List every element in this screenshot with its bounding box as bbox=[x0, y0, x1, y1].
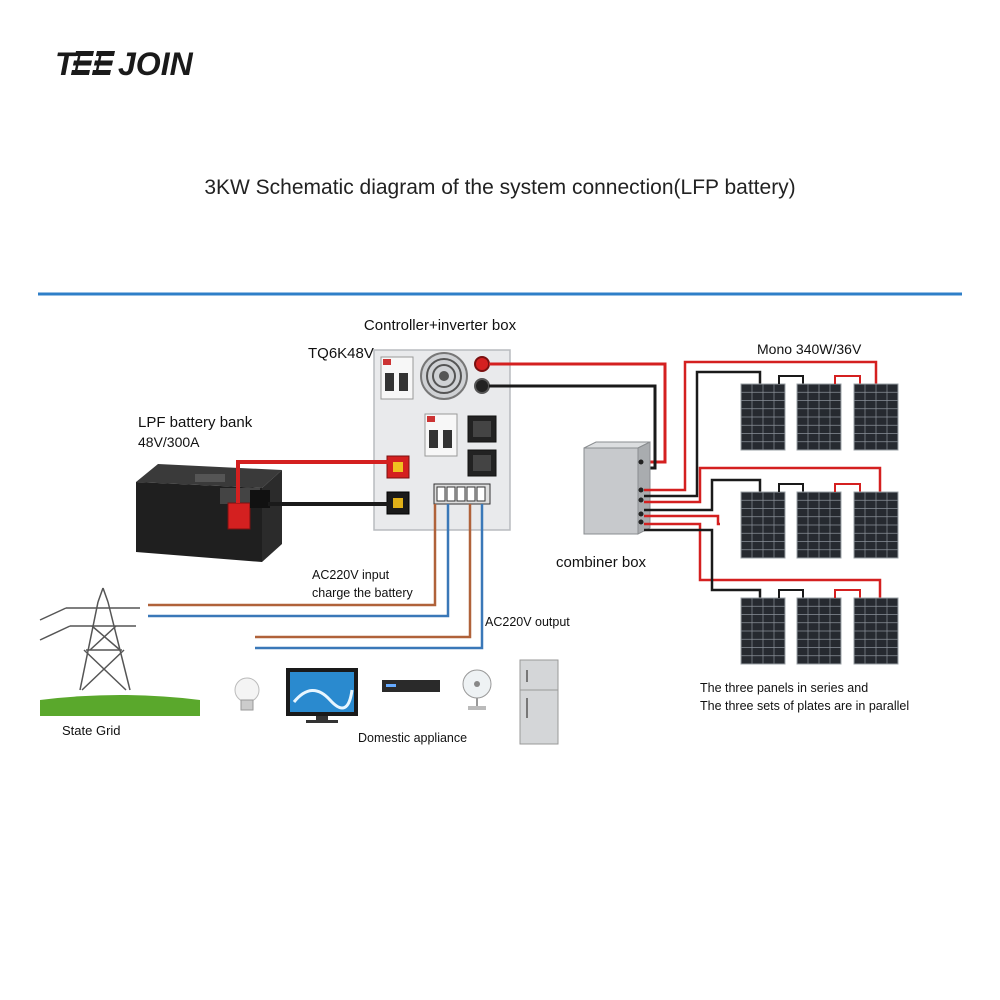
inverter-title: Controller+inverter box bbox=[364, 317, 517, 334]
solar-panel-icon bbox=[796, 491, 842, 559]
series-link-wire bbox=[834, 589, 861, 598]
ac-wires bbox=[148, 504, 484, 650]
series-link-wire bbox=[834, 375, 861, 384]
panel-spec: Mono 340W/36V bbox=[757, 341, 862, 357]
light-bulb-icon bbox=[234, 677, 260, 711]
svg-text:JOIN: JOIN bbox=[118, 46, 194, 82]
panel-note-line1: The three panels in series and bbox=[700, 681, 868, 695]
battery-spec: 48V/300A bbox=[138, 434, 200, 450]
diagram-title: 3KW Schematic diagram of the system conn… bbox=[204, 176, 796, 199]
breaker-icon bbox=[424, 413, 458, 457]
inverter-box bbox=[373, 349, 511, 531]
electric-fan-icon bbox=[462, 669, 492, 710]
grid-title: State Grid bbox=[62, 723, 121, 738]
television-icon bbox=[286, 668, 358, 723]
solar-panel-icon bbox=[740, 597, 786, 665]
series-link-wire bbox=[778, 589, 804, 598]
ac-terminal-block-icon bbox=[433, 483, 491, 505]
cooling-fan-icon bbox=[420, 352, 468, 400]
power-tower-icon bbox=[39, 587, 200, 716]
ac-input-line1: AC220V input bbox=[312, 568, 390, 582]
brand-logo: T JOIN bbox=[55, 44, 215, 89]
refrigerator-icon bbox=[519, 659, 559, 745]
solar-panel-icon bbox=[740, 383, 786, 451]
pv-positive-wire bbox=[489, 362, 667, 464]
solar-panel-icon bbox=[853, 491, 899, 559]
solar-panel-icon bbox=[853, 383, 899, 451]
series-link-wire bbox=[778, 483, 804, 492]
solar-panel-array bbox=[740, 375, 899, 665]
solar-panel-icon bbox=[796, 383, 842, 451]
appliances-title: Domestic appliance bbox=[358, 731, 467, 745]
ac-output-label: AC220V output bbox=[485, 615, 570, 629]
breaker-icon bbox=[380, 356, 414, 400]
panel-note-line2: The three sets of plates are in parallel bbox=[700, 699, 909, 713]
series-link-wire bbox=[778, 375, 804, 384]
pv-positive-terminal-icon bbox=[474, 356, 490, 372]
ac-input-line2: charge the battery bbox=[312, 586, 414, 600]
string-wires bbox=[644, 360, 882, 598]
solar-panel-icon bbox=[853, 597, 899, 665]
combiner-box-icon bbox=[583, 441, 651, 535]
battery-title: LPF battery bank bbox=[138, 414, 253, 431]
inverter-model: TQ6K48V bbox=[308, 345, 374, 362]
battery-bank-icon bbox=[136, 464, 282, 562]
pv-negative-terminal-icon bbox=[474, 378, 490, 394]
combiner-title: combiner box bbox=[556, 554, 647, 571]
solar-panel-icon bbox=[796, 597, 842, 665]
logo-mark: T JOIN bbox=[55, 46, 194, 82]
series-link-wire bbox=[834, 483, 861, 492]
dvd-player-icon bbox=[382, 680, 440, 692]
solar-panel-icon bbox=[740, 491, 786, 559]
battery-positive-wire bbox=[236, 460, 388, 503]
